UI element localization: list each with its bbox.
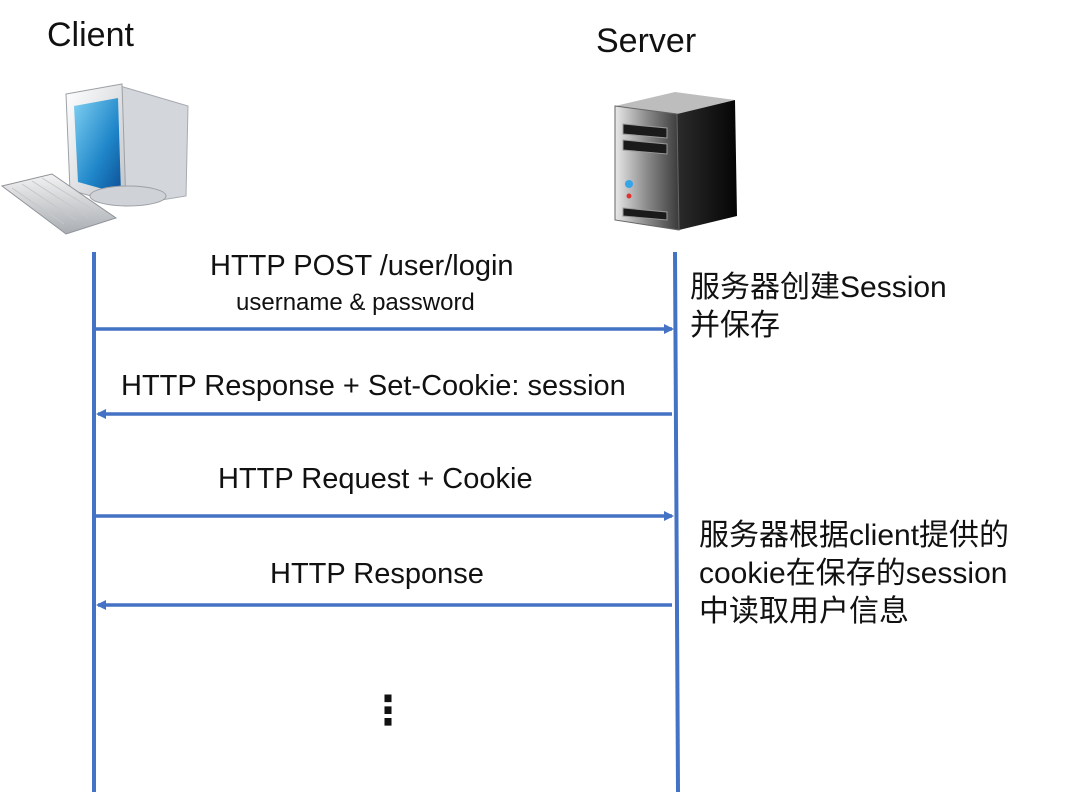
- server-tower-icon: [614, 92, 737, 231]
- message-set-cookie-label: HTTP Response + Set-Cookie: session: [121, 370, 626, 402]
- server-lifeline: [673, 251, 680, 793]
- continuation-dots: ⋮: [368, 689, 408, 733]
- note-line: cookie在保存的session: [699, 557, 1008, 590]
- message-login-label: HTTP POST /user/login: [210, 250, 514, 282]
- message-cookie-request-label: HTTP Request + Cookie: [218, 463, 533, 495]
- note-line: 服务器创建Session: [690, 271, 947, 304]
- server-label: Server: [596, 22, 697, 60]
- note-line: 并保存: [690, 309, 780, 342]
- note-line: 服务器根据client提供的: [699, 519, 1010, 552]
- note-read-session: 服务器根据client提供的 cookie在保存的session 中读取用户信息: [699, 517, 1009, 631]
- message-final-response-label: HTTP Response: [270, 558, 484, 590]
- note-create-session: 服务器创建Session 并保存: [690, 269, 947, 345]
- message-login-sublabel: username & password: [236, 289, 475, 316]
- note-line: 中读取用户信息: [699, 595, 909, 628]
- desktop-computer-icon: [0, 83, 189, 235]
- client-label: Client: [47, 16, 134, 54]
